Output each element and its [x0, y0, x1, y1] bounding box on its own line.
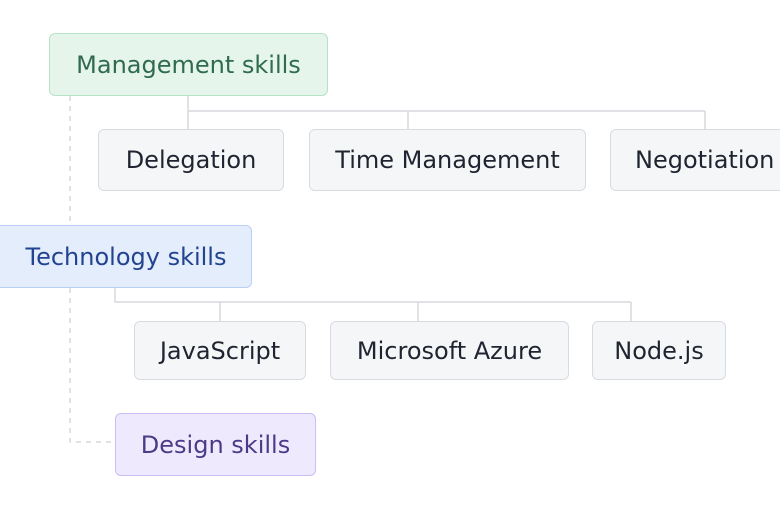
technology-tree-connector: [114, 288, 632, 321]
category-label: Management skills: [76, 50, 301, 79]
management-tree-connector: [187, 96, 706, 129]
skill-microsoft-azure: Microsoft Azure: [330, 321, 569, 380]
technology-skills-node: Technology skills: [0, 225, 252, 288]
skill-javascript: JavaScript: [134, 321, 306, 380]
category-label: Technology skills: [25, 242, 227, 271]
skill-time-management: Time Management: [309, 129, 586, 191]
skill-label: Time Management: [335, 146, 560, 174]
skill-negotiation: Negotiation: [610, 129, 780, 191]
skill-label: Negotiation: [635, 146, 775, 174]
skill-label: Node.js: [614, 336, 704, 365]
management-skills-node: Management skills: [49, 33, 328, 96]
skill-label: Microsoft Azure: [356, 336, 543, 365]
category-spine-connector: [69, 96, 116, 443]
skill-label: Delegation: [125, 146, 257, 174]
skill-delegation: Delegation: [98, 129, 284, 191]
skill-label: JavaScript: [159, 336, 281, 365]
category-label: Design skills: [140, 430, 291, 459]
design-skills-node: Design skills: [115, 413, 316, 476]
skill-nodejs: Node.js: [592, 321, 726, 380]
